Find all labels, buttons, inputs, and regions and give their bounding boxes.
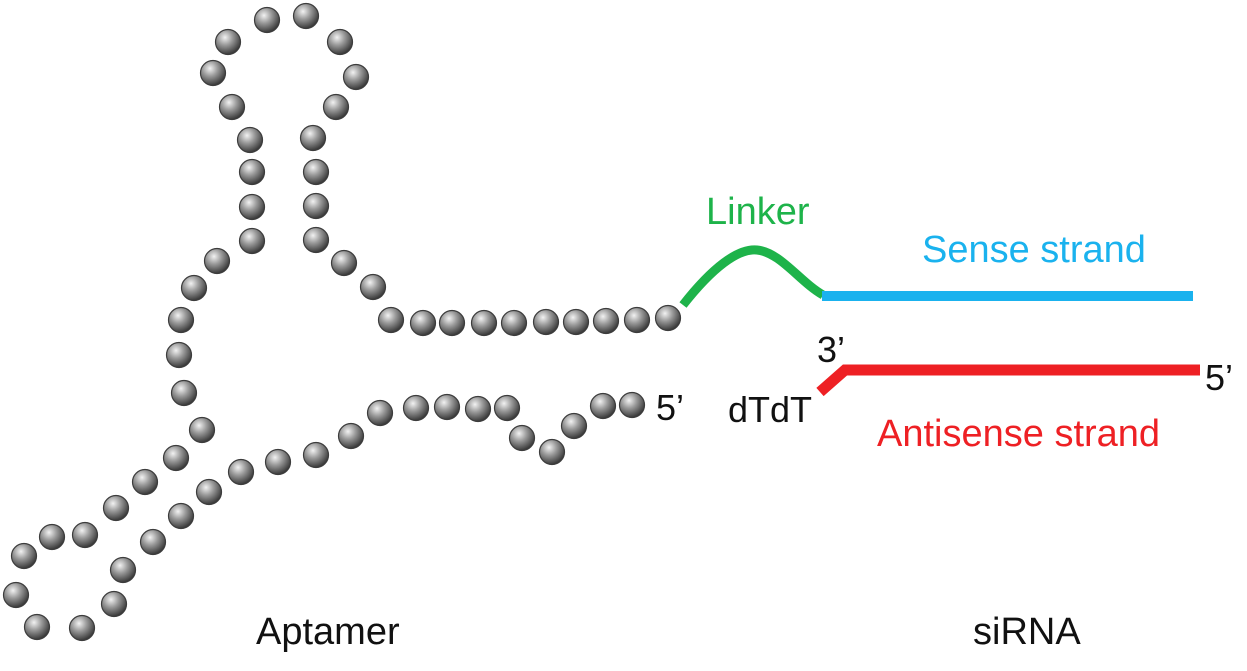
nucleotide-bead [359, 273, 387, 301]
nucleotide-bead [299, 124, 327, 152]
nucleotide-bead [238, 227, 266, 255]
nucleotide-bead [188, 416, 216, 444]
nucleotide-bead [170, 379, 198, 407]
nucleotide-bead [102, 494, 130, 522]
nucleotide-bead [589, 392, 617, 420]
nucleotide-bead [68, 614, 96, 642]
nucleotide-bead [532, 308, 560, 336]
nucleotide-bead [366, 399, 394, 427]
nucleotide-bead [337, 422, 365, 450]
nucleotide-bead [409, 309, 437, 337]
aptamer-nucleotides [2, 2, 682, 642]
aptamer-label: Aptamer [256, 611, 400, 653]
linker-strand [679, 245, 826, 308]
linker-label: Linker [706, 191, 810, 233]
antisense-strand-label: Antisense strand [877, 413, 1160, 455]
nucleotide-bead [180, 274, 208, 302]
five-prime-aptamer-label: 5’ [656, 387, 684, 428]
nucleotide-bead [623, 306, 651, 334]
nucleotide-bead [402, 394, 430, 422]
nucleotide-bead [165, 341, 193, 369]
nucleotide-bead [302, 158, 330, 186]
nucleotide-bead [139, 528, 167, 556]
nucleotide-bead [562, 308, 590, 336]
nucleotide-bead [218, 93, 246, 121]
nucleotide-bead [109, 556, 137, 584]
nucleotide-bead [618, 391, 646, 419]
nucleotide-bead [292, 2, 320, 30]
nucleotide-bead [302, 226, 330, 254]
nucleotide-bead [71, 521, 99, 549]
nucleotide-bead [203, 247, 231, 275]
nucleotide-bead [302, 441, 330, 469]
nucleotide-bead [464, 395, 492, 423]
three-prime-label: 3’ [817, 329, 845, 370]
nucleotide-bead [38, 523, 66, 551]
nucleotide-bead [23, 613, 51, 641]
nucleotide-bead [500, 309, 528, 337]
nucleotide-bead [195, 478, 223, 506]
nucleotide-bead [167, 306, 195, 334]
nucleotide-bead [10, 542, 38, 570]
nucleotide-bead [560, 412, 588, 440]
nucleotide-bead [264, 448, 292, 476]
nucleotide-bead [493, 394, 521, 422]
nucleotide-bead [238, 158, 266, 186]
nucleotide-bead [377, 306, 405, 334]
nucleotide-bead [253, 6, 281, 34]
nucleotide-bead [438, 309, 466, 337]
nucleotide-bead [2, 581, 30, 609]
nucleotide-bead [238, 193, 266, 221]
nucleotide-bead [322, 93, 350, 121]
five-prime-sirna-label: 5’ [1205, 357, 1233, 398]
nucleotide-bead [330, 249, 358, 277]
nucleotide-bead [654, 304, 682, 332]
nucleotide-bead [538, 438, 566, 466]
nucleotide-bead [236, 126, 264, 154]
nucleotide-bead [342, 63, 370, 91]
nucleotide-bead [508, 424, 536, 452]
nucleotide-bead [199, 59, 227, 87]
nucleotide-bead [131, 468, 159, 496]
nucleotide-bead [162, 444, 190, 472]
sense-strand-label: Sense strand [922, 229, 1146, 271]
nucleotide-bead [326, 28, 354, 56]
nucleotide-bead [302, 192, 330, 220]
nucleotide-bead [470, 309, 498, 337]
nucleotide-bead [167, 502, 195, 530]
sirna-label: siRNA [973, 611, 1081, 653]
dtdt-label: dTdT [728, 389, 812, 430]
nucleotide-bead [592, 307, 620, 335]
nucleotide-bead [100, 590, 128, 618]
antisense-strand [816, 364, 1200, 397]
nucleotide-bead [214, 28, 242, 56]
nucleotide-bead [433, 393, 461, 421]
nucleotide-bead [227, 458, 255, 486]
